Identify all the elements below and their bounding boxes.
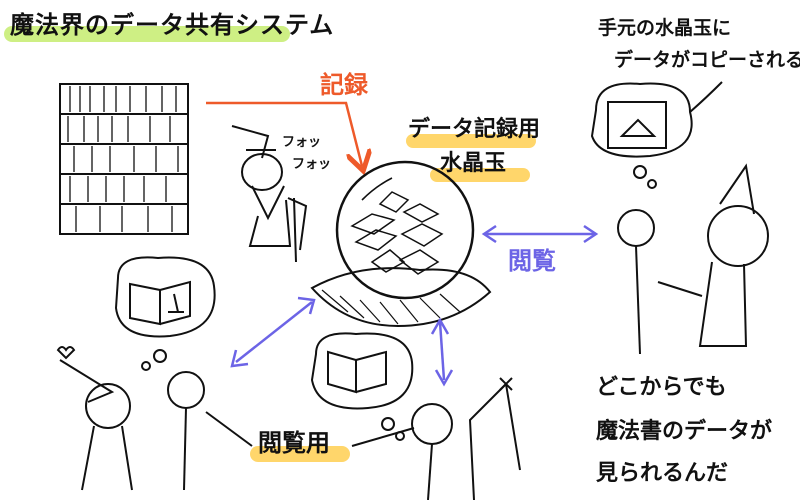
orb-label-highlight-1 <box>406 134 536 148</box>
bottom-note-line2: 魔法書のデータが <box>596 419 773 444</box>
view-label-right: 閲覧 <box>508 247 556 275</box>
view-use-highlight <box>250 446 350 462</box>
view-use-label: 閲覧用 <box>258 429 330 457</box>
title-highlight <box>4 26 290 42</box>
wizard-with-orb-icon <box>590 82 769 355</box>
page-title: 魔法界のデータ共有システム <box>10 11 335 39</box>
witch-bottom-icon <box>310 332 521 500</box>
copy-note-line1: 手元の水晶玉に <box>598 17 732 39</box>
copy-note-pointer <box>689 81 723 113</box>
record-arrow <box>206 101 362 166</box>
orb-label-line1: データ記録用 <box>408 117 541 142</box>
old-wizard-icon <box>231 125 308 263</box>
view-use-connectors <box>205 411 415 447</box>
hoh-text-2: フォッ <box>292 157 332 172</box>
orb-label-highlight-2 <box>430 168 530 182</box>
central-crystal-orb-icon <box>310 160 492 328</box>
bottom-note-line3: 見られるんだ <box>596 461 729 486</box>
copy-note-line2: データがコピーされる <box>614 49 800 71</box>
hoh-text-1: フォッ <box>282 135 322 150</box>
bottom-note-line1: どこからでも <box>596 375 727 400</box>
orb-label-line2: 水晶玉 <box>440 151 507 176</box>
bookshelf-icon <box>59 83 189 235</box>
view-arrows <box>230 224 599 387</box>
witch-with-orb-icon <box>56 256 216 491</box>
record-label: 記録 <box>320 71 368 99</box>
